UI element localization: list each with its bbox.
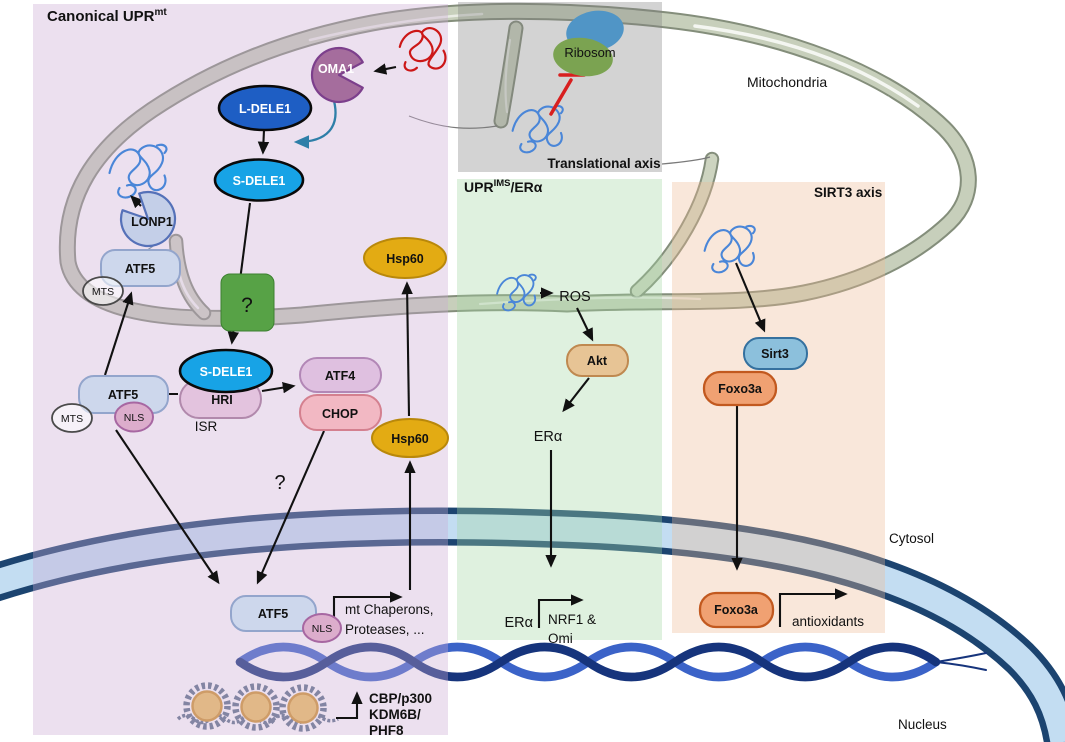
era-nucleus-label: ERα <box>504 615 533 631</box>
antioxidants-label: antioxidants <box>792 614 864 629</box>
s-dele1-lower-node: S-DELE1 <box>178 348 274 394</box>
mts-matrix-label: MTS <box>92 286 114 298</box>
hsp60-lower-label: Hsp60 <box>391 432 429 446</box>
nrf1-line1: NRF1 & <box>548 612 596 627</box>
chop-node: CHOP <box>299 394 382 431</box>
lonp1-node: LONP1 <box>119 190 177 248</box>
l-dele1-label: L-DELE1 <box>239 102 291 116</box>
hsp60-upper-label: Hsp60 <box>386 252 424 266</box>
atf5-cytosol-node: ATF5 <box>78 375 169 414</box>
pathway-arrows <box>104 63 848 720</box>
s-dele1-lower-label: S-DELE1 <box>200 365 253 379</box>
epigenetic-regulators-text: CBP/p300 KDM6B/ PHF8 <box>369 691 432 738</box>
lonp1-label: LONP1 <box>131 215 173 229</box>
arrow-akt-to-era <box>562 377 590 413</box>
unknown-importer-label: ? <box>241 294 253 317</box>
mts-cytosol-label: MTS <box>61 413 83 425</box>
region-label-upr-ims: UPRIMS/ERα <box>464 178 543 195</box>
ros-label: ROS <box>559 289 590 305</box>
question-mark-label: ? <box>274 472 285 494</box>
arrow-atf5-to-nucleus <box>115 429 220 585</box>
nucleus-structure <box>0 507 1065 742</box>
compartment-label-nucleus: Nucleus <box>898 717 947 732</box>
akt-label: Akt <box>587 354 608 368</box>
foxo3a-cytosol-label: Foxo3a <box>718 382 763 396</box>
isr-label: ISR <box>195 419 218 434</box>
hsp60-lower-node: Hsp60 <box>371 418 449 458</box>
mts-cytosol-node: MTS <box>51 403 93 433</box>
arrow-antioxidant-transcription <box>778 588 848 627</box>
mito-cristae <box>168 20 720 321</box>
atf5-cytosol-label: ATF5 <box>108 388 138 402</box>
nls-nucleus-label: NLS <box>312 623 332 635</box>
mts-matrix-node: MTS <box>82 276 124 306</box>
arrow-lonp1-activity <box>130 195 144 209</box>
dna-double-helix <box>235 642 987 682</box>
ribosome-small-subunit <box>553 37 613 77</box>
nucleosome <box>232 683 280 731</box>
arrow-hri-to-atf4 <box>261 381 296 394</box>
nucleosome <box>279 684 327 732</box>
hri-label: HRI <box>211 393 233 407</box>
s-dele1-upper-label: S-DELE1 <box>233 174 286 188</box>
arrow-chop-to-nucleus <box>256 430 325 585</box>
chaperon-text: mt Chaperons, Proteases, ... <box>345 602 434 637</box>
arrow-squiggle-to-sirt3 <box>735 262 766 333</box>
nls-cytosol-node: NLS <box>114 401 154 433</box>
phf8-label: PHF8 <box>369 723 404 738</box>
arrow-misfolded-to-oma1 <box>373 63 397 75</box>
arrow-oma1-cleavage <box>293 96 337 149</box>
region-translational-axis <box>458 2 662 172</box>
nls-nucleus-node: NLS <box>302 613 342 643</box>
arrow-hsp60-import <box>401 281 413 417</box>
hsp60-upper-node: Hsp60 <box>363 237 447 279</box>
l-dele1-node: L-DELE1 <box>217 84 313 132</box>
akt-node: Akt <box>566 344 629 377</box>
region-upr-ims-era <box>457 179 662 640</box>
chaperons-line1: mt Chaperons, <box>345 602 434 617</box>
cbp-p300-label: CBP/p300 <box>369 691 432 706</box>
era-cytosol-label: ERα <box>534 429 563 445</box>
sirt3-node: Sirt3 <box>743 337 808 370</box>
atf5-matrix-node: ATF5 <box>100 249 181 287</box>
arrow-era-transcription <box>537 594 584 628</box>
nls-cytosol-label: NLS <box>124 412 144 424</box>
kdm6b-label: KDM6B/ <box>369 707 421 722</box>
s-dele1-upper-node: S-DELE1 <box>213 158 305 202</box>
ribosome: Ribosom <box>553 10 624 77</box>
foxo3a-nucleus-node: Foxo3a <box>698 591 775 629</box>
region-sirt3-axis <box>672 182 885 633</box>
atf4-node: ATF4 <box>299 357 382 393</box>
compartment-label-cytosol: Cytosol <box>889 531 934 546</box>
chaperons-line2: Proteases, ... <box>345 622 425 637</box>
foxo3a-cytosol-node: Foxo3a <box>702 370 778 407</box>
nucleosome <box>183 682 231 730</box>
chromatin-nucleosomes <box>176 682 339 732</box>
arrow-cbp-recruitment <box>336 691 363 720</box>
region-label-sirt3: SIRT3 axis <box>814 185 882 200</box>
region-label-translational: Translational axis <box>547 156 660 171</box>
atf5-matrix-label: ATF5 <box>125 262 155 276</box>
nrf1-line2: Omi <box>548 631 573 646</box>
unknown-importer-node: ? <box>220 273 275 332</box>
compartment-label-mitochondria: Mitochondria <box>747 74 827 90</box>
nuclear-envelope-band <box>0 514 1065 742</box>
sirt3-label: Sirt3 <box>761 347 789 361</box>
oma1-label: OMA1 <box>318 62 354 76</box>
chop-label: CHOP <box>322 407 358 421</box>
atf5-nucleus-label: ATF5 <box>258 607 288 621</box>
atf4-label: ATF4 <box>325 369 355 383</box>
region-label-canonical: Canonical UPRmt <box>47 7 167 25</box>
atf5-nucleus-node: ATF5 <box>230 595 317 632</box>
foxo3a-nucleus-label: Foxo3a <box>714 603 759 617</box>
arrow-atf5-import <box>104 291 134 376</box>
mito-contour-lines <box>408 115 711 165</box>
era-nucleus-group: ERα NRF1 & Omi <box>504 612 596 646</box>
arrow-ros-to-akt <box>576 307 594 342</box>
arrow-ldele1-to-sdele1 <box>257 129 270 155</box>
oma1-node: OMA1 <box>310 46 364 104</box>
ribosome-label: Ribosom <box>564 45 615 60</box>
